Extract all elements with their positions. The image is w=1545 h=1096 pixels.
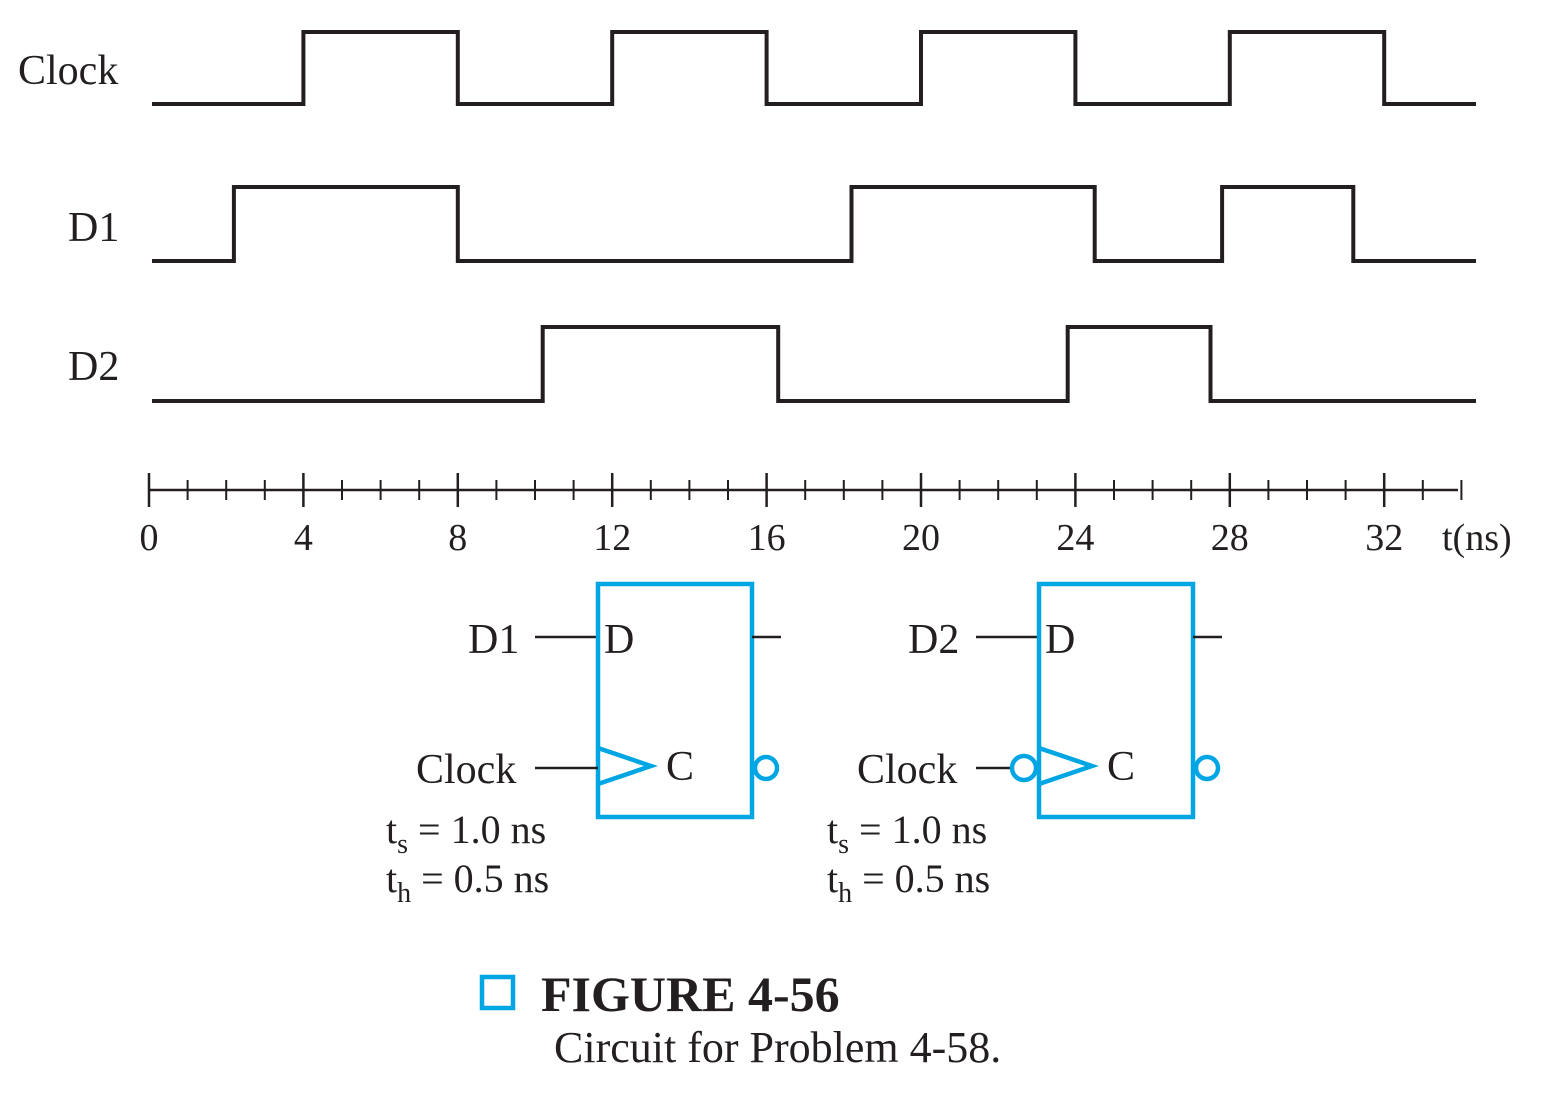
waveform-d1 — [152, 185, 1476, 263]
ff2-c-pin: C — [1107, 744, 1135, 790]
waveform-d2 — [152, 325, 1476, 403]
time-axis: 0 4 8 12 16 20 24 28 32 t(ns) — [140, 473, 1512, 559]
tick-label: 0 — [140, 517, 159, 559]
tick-label: 28 — [1211, 517, 1249, 559]
time-axis-ticks — [147, 473, 1463, 507]
ff2-body — [1036, 581, 1196, 820]
ff2-setup-time: ts = 1.0 ns — [827, 807, 987, 860]
ff2-hold-time: th = 0.5 ns — [827, 856, 990, 909]
ff1-c-pin: C — [666, 744, 694, 790]
ff1-hold-time: th = 0.5 ns — [386, 856, 549, 909]
figure-caption-block: FIGURE 4-56 Circuit for Problem 4-58. — [479, 966, 1001, 1072]
ff1-setup-time: ts = 1.0 ns — [386, 807, 546, 860]
ff2-clock-triangle-icon — [1038, 745, 1099, 787]
ff2-clock-inverter-bubble-icon — [1009, 753, 1039, 783]
ff1-clock-triangle-icon — [597, 745, 658, 787]
ff1-body — [595, 581, 755, 820]
tick-label: 20 — [902, 517, 940, 559]
ff1-clock-label: Clock — [416, 747, 516, 793]
tick-label: 4 — [294, 517, 313, 559]
signal-label-d1: D1 — [68, 205, 119, 251]
tick-label: 32 — [1365, 517, 1403, 559]
tick-label: 8 — [448, 517, 467, 559]
tick-label: 12 — [593, 517, 631, 559]
tick-label: 24 — [1056, 517, 1094, 559]
ff2-clock-label: Clock — [857, 747, 957, 793]
tick-label: 16 — [748, 517, 786, 559]
signal-label-clock: Clock — [18, 48, 118, 94]
ff1-qbar-bubble-icon — [752, 754, 780, 782]
flipflop-2: D2 D Clock C ts = 1.0 ns th = 0.5 ns — [827, 581, 1222, 909]
figure-title: FIGURE 4-56 — [541, 966, 840, 1022]
ff2-qbar-bubble-icon — [1193, 754, 1221, 782]
ff1-d-pin: D — [604, 617, 634, 663]
figure-square-icon — [479, 974, 516, 1011]
flipflop-1: D1 D Clock C ts = 1.0 ns th = 0.5 ns — [386, 581, 781, 909]
time-axis-labels: 0 4 8 12 16 20 24 28 32 — [140, 517, 1404, 559]
figure-caption: Circuit for Problem 4-58. — [554, 1023, 1001, 1072]
signal-label-d2: D2 — [68, 344, 119, 390]
waveform-clock — [152, 30, 1476, 106]
ff1-input-label: D1 — [468, 617, 519, 663]
ff2-d-pin: D — [1045, 617, 1075, 663]
time-unit-label: t(ns) — [1442, 517, 1512, 559]
ff2-input-label: D2 — [908, 617, 959, 663]
